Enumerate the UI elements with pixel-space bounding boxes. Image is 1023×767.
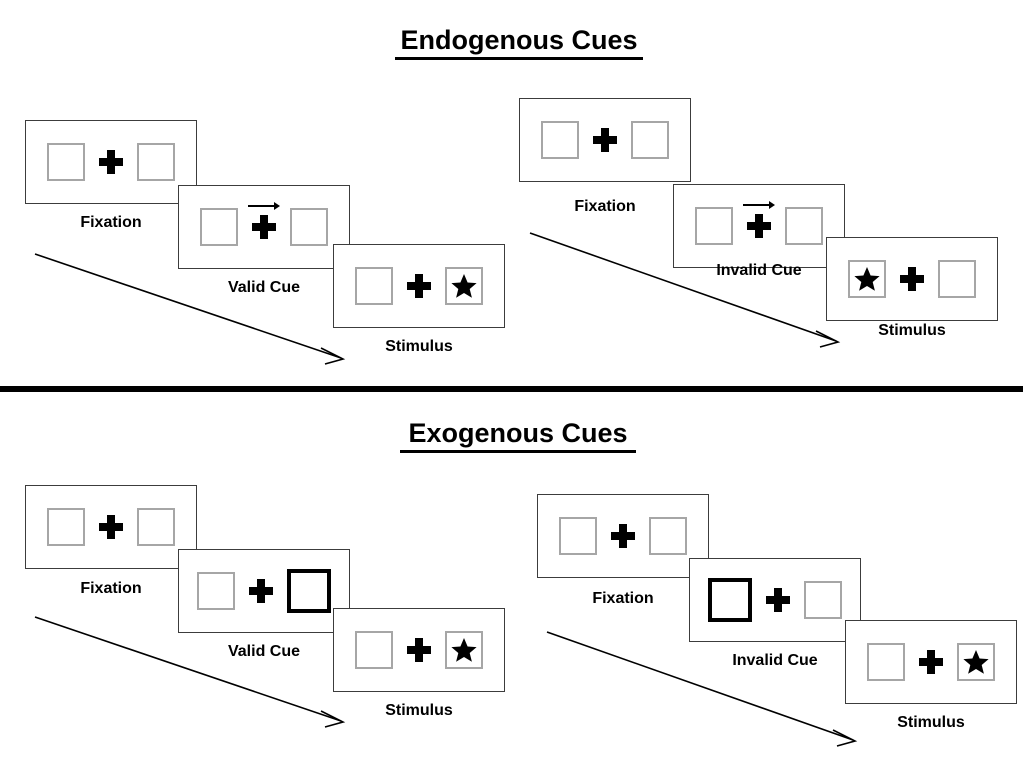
placeholder-box-left <box>47 143 85 181</box>
placeholder-box-right <box>785 207 823 245</box>
section-title-exogenous: Exogenous Cues <box>400 418 636 453</box>
frame-inner <box>355 631 483 669</box>
arrow-right-icon <box>247 200 281 212</box>
frame-inner <box>695 201 823 245</box>
cue-box-left <box>708 578 752 622</box>
placeholder-box-right <box>631 121 669 159</box>
frame-inner <box>708 578 842 622</box>
placeholder-box-right <box>649 517 687 555</box>
trial-frame-exogenous-invalid-cue <box>689 558 861 642</box>
star-icon <box>451 273 477 299</box>
plus-icon <box>406 637 432 663</box>
placeholder-box-left <box>355 267 393 305</box>
section-divider <box>0 386 1023 392</box>
target-box-right <box>957 643 995 681</box>
caption-endogenous-valid-stimulus: Stimulus <box>385 338 453 355</box>
frame-inner <box>200 202 328 246</box>
trial-frame-endogenous-invalid-cue <box>673 184 845 268</box>
placeholder-box-left <box>559 517 597 555</box>
trial-frame-endogenous-invalid-fixation <box>519 98 691 182</box>
plus-icon <box>899 266 925 292</box>
placeholder-box-left <box>695 207 733 245</box>
placeholder-box-left <box>197 572 235 610</box>
placeholder-box-right <box>290 208 328 246</box>
caption-endogenous-invalid-fixation: Fixation <box>574 198 636 215</box>
trial-frame-endogenous-invalid-stimulus <box>826 237 998 321</box>
frame-inner <box>47 508 175 546</box>
frame-inner <box>867 643 995 681</box>
caption-exogenous-invalid-cue: Invalid Cue <box>732 652 818 669</box>
caption-endogenous-valid-fixation: Fixation <box>80 214 142 231</box>
plus-icon <box>918 649 944 675</box>
trial-frame-exogenous-valid-stimulus <box>333 608 505 692</box>
caption-exogenous-valid-fixation: Fixation <box>80 580 142 597</box>
plus-icon <box>610 523 636 549</box>
placeholder-box-right <box>938 260 976 298</box>
target-box-right <box>445 267 483 305</box>
placeholder-box-left <box>355 631 393 669</box>
plus-icon <box>98 514 124 540</box>
star-icon <box>854 266 880 292</box>
frame-inner <box>541 121 669 159</box>
trial-frame-exogenous-valid-cue <box>178 549 350 633</box>
caption-exogenous-invalid-stimulus: Stimulus <box>897 714 965 731</box>
placeholder-box-right <box>804 581 842 619</box>
trial-frame-endogenous-valid-cue <box>178 185 350 269</box>
placeholder-box-left <box>200 208 238 246</box>
trial-frame-exogenous-invalid-fixation <box>537 494 709 578</box>
star-icon <box>963 649 989 675</box>
placeholder-box-right <box>137 143 175 181</box>
caption-exogenous-invalid-fixation: Fixation <box>592 590 654 607</box>
caption-endogenous-valid-cue: Valid Cue <box>227 279 301 296</box>
placeholder-box-right <box>137 508 175 546</box>
plus-icon <box>248 202 280 240</box>
placeholder-box-left <box>541 121 579 159</box>
frame-inner <box>197 569 331 613</box>
star-icon <box>451 637 477 663</box>
caption-endogenous-invalid-cue: Invalid Cue <box>716 262 802 279</box>
caption-exogenous-valid-cue: Valid Cue <box>227 643 301 660</box>
diagonal-arrow-icon-exogenous-invalid <box>545 628 865 753</box>
plus-icon <box>765 587 791 613</box>
target-box-right <box>445 631 483 669</box>
trial-frame-exogenous-invalid-stimulus <box>845 620 1017 704</box>
plus-icon <box>592 127 618 153</box>
plus-icon <box>248 578 274 604</box>
trial-frame-exogenous-valid-fixation <box>25 485 197 569</box>
frame-inner <box>47 143 175 181</box>
plus-icon <box>406 273 432 299</box>
placeholder-box-left <box>47 508 85 546</box>
trial-frame-endogenous-valid-fixation <box>25 120 197 204</box>
frame-inner <box>848 260 976 298</box>
caption-exogenous-valid-stimulus: Stimulus <box>385 702 453 719</box>
caption-endogenous-invalid-stimulus: Stimulus <box>878 322 946 339</box>
frame-inner <box>559 517 687 555</box>
arrow-right-icon <box>742 199 776 211</box>
placeholder-box-left <box>867 643 905 681</box>
plus-icon <box>743 201 775 239</box>
plus-icon <box>98 149 124 175</box>
target-box-left <box>848 260 886 298</box>
cue-box-right <box>287 569 331 613</box>
trial-frame-endogenous-valid-stimulus <box>333 244 505 328</box>
frame-inner <box>355 267 483 305</box>
section-title-endogenous: Endogenous Cues <box>395 25 643 60</box>
